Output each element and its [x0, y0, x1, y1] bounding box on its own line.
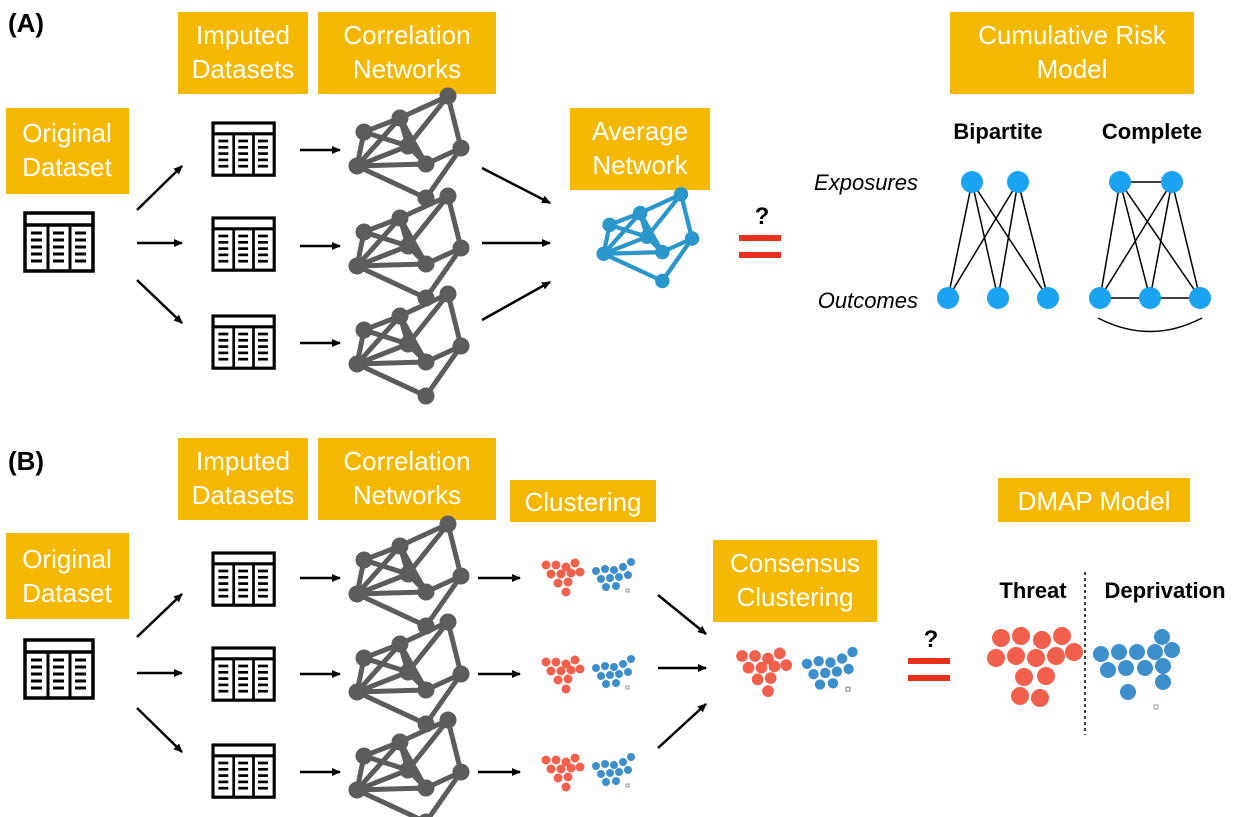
bipartite-graph: [937, 171, 1059, 309]
arrow-icon: [657, 594, 707, 635]
label-line-1: Original: [22, 118, 112, 148]
label-original-dataset-a: Original Dataset: [6, 108, 129, 194]
arrow-icon: [481, 166, 551, 205]
exposures-label: Exposures: [814, 170, 918, 195]
label-line-2: Dataset: [22, 578, 112, 608]
panel-a-marker: (A): [8, 8, 44, 38]
original-dataset-table-icon: [23, 638, 95, 700]
label-line-1: Correlation: [343, 20, 470, 50]
label-text: DMAP Model: [1018, 486, 1171, 516]
correlation-network-icon: [349, 712, 469, 817]
outcomes-label: Outcomes: [818, 288, 918, 313]
label-dmap-model: DMAP Model: [998, 478, 1190, 522]
imputed-dataset-table-icon: [211, 743, 276, 799]
original-dataset-table-icon: [23, 211, 95, 273]
average-network-icon: [597, 188, 699, 288]
imputed-dataset-table-icon: [211, 216, 276, 272]
label-correlation-networks-b: Correlation Networks: [318, 438, 496, 520]
cluster-icon: [541, 752, 636, 792]
dmap-threat-cluster: [987, 627, 1083, 707]
label-original-dataset-b: Original Dataset: [6, 533, 129, 619]
arrow-icon: [136, 279, 183, 324]
equal-sign-icon: [739, 235, 781, 258]
label-correlation-networks-a: Correlation Networks: [318, 12, 496, 94]
label-line-2: Networks: [353, 54, 461, 84]
label-line-1: Consensus: [730, 548, 860, 578]
arrow-icon: [657, 703, 707, 749]
label-line-2: Clustering: [736, 582, 853, 612]
imputed-dataset-table-icon: [211, 121, 276, 177]
deprivation-label: Deprivation: [1104, 578, 1225, 603]
label-imputed-datasets-b: Imputed Datasets: [178, 438, 308, 520]
arrow-icon: [136, 165, 183, 211]
label-line-2: Datasets: [192, 54, 295, 84]
cluster-icon: [541, 557, 636, 597]
correlation-network-icon: [349, 286, 469, 404]
arrow-icon: [136, 593, 183, 638]
imputed-dataset-table-icon: [211, 646, 276, 702]
panel-b-marker: (B): [8, 446, 44, 476]
label-clustering: Clustering: [510, 480, 656, 522]
label-line-2: Datasets: [192, 480, 295, 510]
label-imputed-datasets-a: Imputed Datasets: [178, 12, 308, 94]
arrows-b: [136, 574, 707, 776]
label-line-1: Average: [592, 116, 688, 146]
question-mark: ?: [755, 203, 770, 230]
label-line-2: Network: [592, 150, 688, 180]
label-line-1: Original: [22, 544, 112, 574]
label-text: Clustering: [524, 487, 641, 517]
label-average-network: Average Network: [570, 108, 710, 190]
threat-label: Threat: [999, 578, 1067, 603]
complete-graph: [1089, 171, 1211, 333]
label-line-1: Correlation: [343, 446, 470, 476]
arrows-a: [136, 146, 551, 347]
label-line-2: Networks: [353, 480, 461, 510]
complete-label: Complete: [1102, 119, 1202, 144]
label-line-1: Imputed: [196, 446, 290, 476]
arrow-icon: [136, 707, 183, 753]
label-line-1: Imputed: [196, 20, 290, 50]
label-line-2: Dataset: [22, 152, 112, 182]
label-line-2: Model: [1037, 54, 1108, 84]
label-cumulative-risk-model: Cumulative Risk Model: [950, 12, 1194, 94]
dmap-deprivation-cluster: [1093, 629, 1180, 710]
label-consensus-clustering: Consensus Clustering: [713, 540, 877, 622]
equal-sign-icon: [908, 658, 950, 681]
question-mark: ?: [924, 626, 939, 653]
consensus-cluster-icon: [735, 646, 859, 698]
cluster-icon: [541, 654, 636, 694]
imputed-dataset-table-icon: [211, 314, 276, 370]
label-line-1: Cumulative Risk: [978, 20, 1167, 50]
arrow-icon: [481, 280, 551, 322]
imputed-dataset-table-icon: [211, 551, 276, 607]
bipartite-label: Bipartite: [953, 119, 1042, 144]
